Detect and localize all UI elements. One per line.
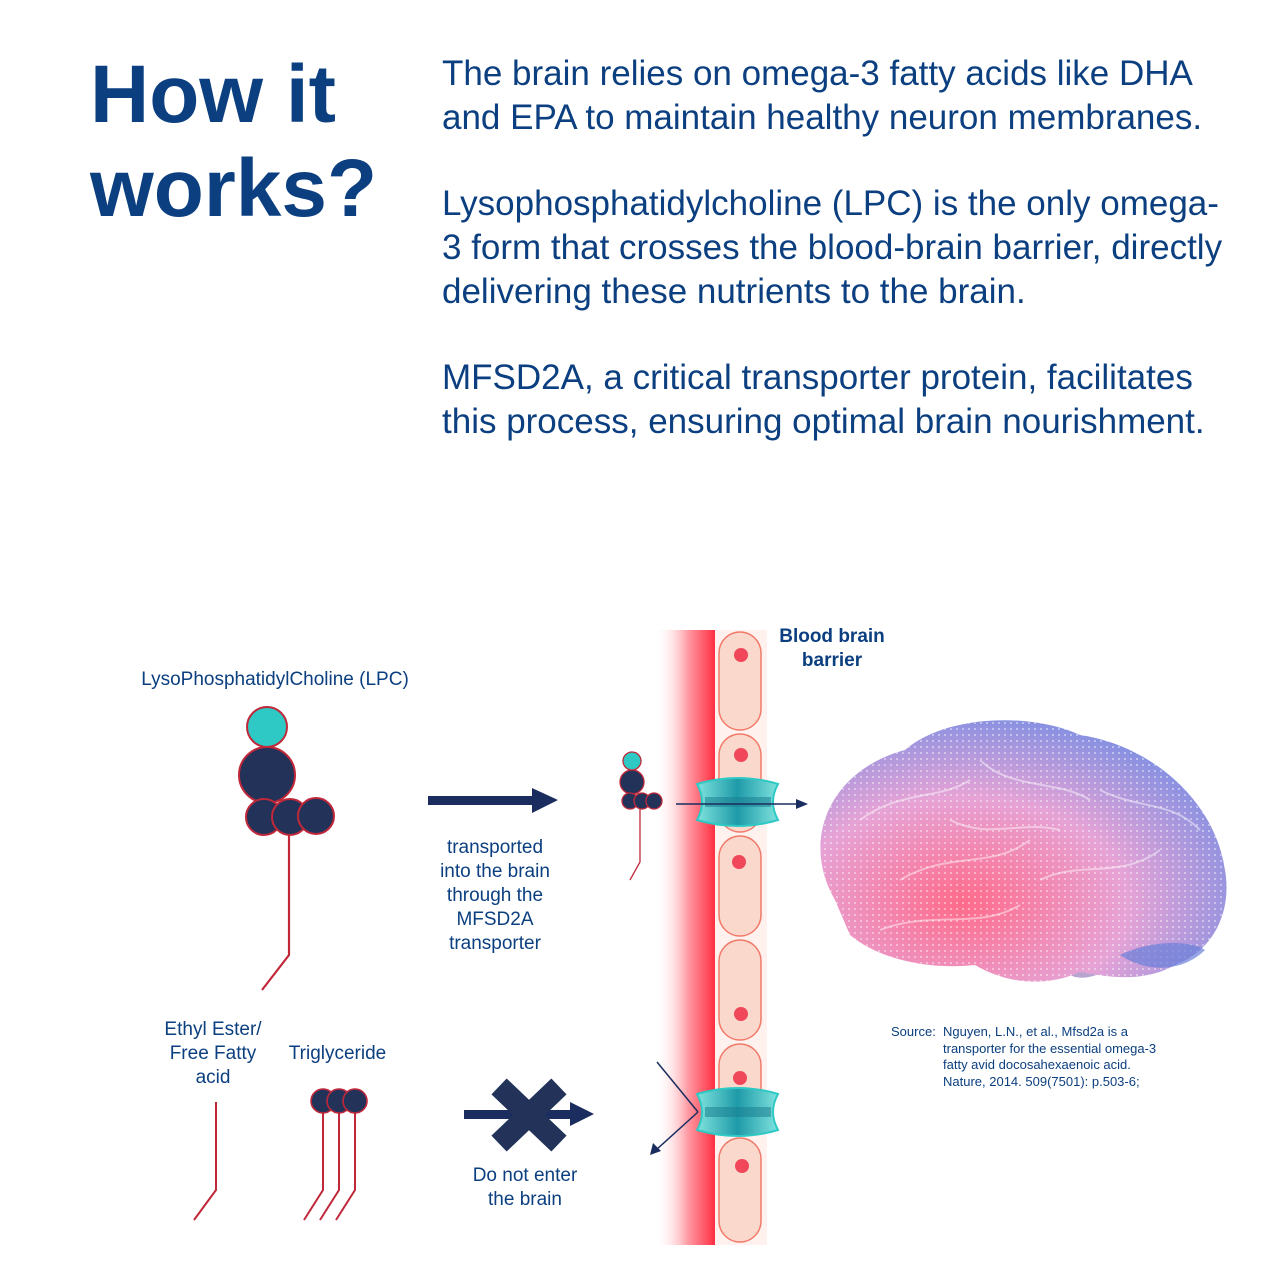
blood-brain-barrier-label: Blood brain barrier <box>762 625 902 673</box>
triglyceride-molecule-icon <box>303 1088 368 1221</box>
transport-label-line-2: into the brain <box>440 861 550 882</box>
page-title: How it works? <box>90 49 378 234</box>
transport-path-arrow <box>676 799 808 809</box>
lpc-small-molecule-icon <box>619 751 663 881</box>
ethyl-label-line-3: acid <box>195 1067 231 1088</box>
transport-label-line-5: transporter <box>449 933 541 954</box>
source-citation: Source: Nguyen, L.N., et al., Mfsd2a is … <box>891 1024 1171 1090</box>
brain-icon <box>820 720 1227 982</box>
intro-paragraph-1: The brain relies on omega-3 fatty acids … <box>442 54 1203 137</box>
source-text: Nguyen, L.N., et al., Mfsd2a is a transp… <box>943 1024 1157 1089</box>
ethyl-ester-molecule-icon <box>193 1102 217 1221</box>
intro-paragraph-3: MFSD2A, a critical transporter protein, … <box>442 358 1205 441</box>
arrow-right-icon <box>428 788 558 813</box>
blocked-label-line-2: the brain <box>488 1189 562 1210</box>
blocked-label: Do not enter the brain <box>450 1164 600 1212</box>
barrier-label-line-1: Blood brain <box>779 626 885 647</box>
intro-paragraph-2: Lysophosphatidylcholine (LPC) is the onl… <box>442 184 1223 311</box>
transport-label: transported into the brain through the M… <box>410 836 580 956</box>
triglyceride-label: Triglyceride <box>288 1043 387 1064</box>
source-key: Source: <box>891 1024 936 1039</box>
mfsd2a-transporter-icon <box>695 777 780 827</box>
blocked-deflection-lines <box>650 1061 699 1155</box>
transport-label-line-1: transported <box>446 837 544 858</box>
intro-text: The brain relies on omega-3 fatty acids … <box>442 52 1232 486</box>
blood-vessel-icon <box>655 630 767 1245</box>
barrier-label-line-2: barrier <box>801 650 863 671</box>
blocked-label-line-1: Do not enter <box>472 1165 578 1186</box>
mfsd2a-transporter-lower-icon <box>695 1087 780 1137</box>
lpc-label: LysoPhosphatidylCholine (LPC) <box>141 669 409 690</box>
lpc-molecule-icon <box>238 706 335 991</box>
blocked-x-icon <box>491 1078 567 1152</box>
ethyl-ester-label: Ethyl Ester/ Free Fatty acid <box>143 1018 283 1090</box>
transport-label-line-3: through the <box>446 885 544 906</box>
transport-label-line-4: MFSD2A <box>456 909 534 930</box>
ethyl-label-line-1: Ethyl Ester/ <box>164 1019 262 1040</box>
ethyl-label-line-2: Free Fatty <box>169 1043 257 1064</box>
